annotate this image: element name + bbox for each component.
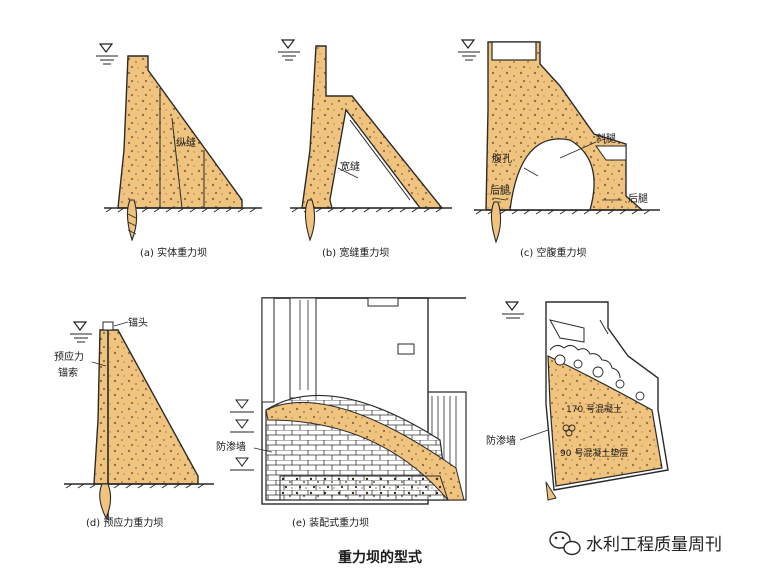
label-bedding-90: 90 号混凝土垫层: [560, 447, 628, 459]
panel-c-hollow-gravity-dam: 斜腿 腹孔 后腿 后腿 (c) 空腹重力坝: [458, 39, 660, 259]
rock-boulders: [549, 344, 621, 379]
label-cutoff-wall-e: 防渗墙: [216, 440, 246, 453]
caption-b: (b) 宽缝重力坝: [322, 246, 389, 259]
figure-title: 重力坝的型式: [338, 549, 422, 566]
gate-block: [397, 343, 415, 355]
label-rear-leg-left: 后腿: [490, 185, 510, 197]
panel-e-assembled-gravity-dam: 防渗墙 (e) 装配式重力坝: [216, 297, 467, 529]
longitudinal-seam-lines: [159, 88, 205, 209]
panel-f-rock-filled-dam: 170 号混凝土 90 号混凝土垫层 防渗墙: [486, 301, 669, 501]
label-inclined-leg: 斜腿: [596, 132, 616, 145]
watermark: 水利工程质量周刊: [549, 531, 722, 556]
label-prestress: 预应力: [54, 350, 84, 363]
label-anchor-head: 锚头: [128, 317, 148, 329]
grout-curtain: [304, 199, 316, 242]
label-wide-slot: 宽缝: [340, 160, 360, 173]
label-cavity: 腹孔: [492, 152, 512, 165]
label-cable: 锚索: [58, 366, 78, 379]
anchor-bulb: [99, 483, 112, 520]
grout-curtain: [490, 201, 502, 244]
panel-b-wide-slot-gravity-dam: 宽缝 (b) 宽缝重力坝: [278, 39, 452, 259]
caption-e: (e) 装配式重力坝: [292, 516, 369, 529]
panel-d-prestressed-gravity-dam: 锚头 预应力 锚索 (d) 预应力重力坝: [54, 317, 214, 529]
caption-c: (c) 空腹重力坝: [520, 246, 586, 259]
clover-symbol: [562, 424, 576, 437]
hollow-cavity: [509, 138, 595, 211]
watermark-text: 水利工程质量周刊: [586, 535, 722, 555]
bedding-bottom: [545, 481, 557, 501]
label-cutoff-wall-f: 防渗墙: [486, 434, 516, 447]
caption-d: (d) 预应力重力坝: [86, 516, 163, 529]
water-level-icon: [458, 39, 480, 61]
panel-a-solid-gravity-dam: 纵缝 (a) 实体重力坝: [96, 43, 262, 259]
water-level-icon: [278, 39, 300, 61]
anchor-head-block: [102, 321, 114, 331]
grout-curtain: [126, 199, 138, 242]
label-rear-leg-right: 后腿: [628, 193, 648, 205]
water-level-icon: [70, 321, 92, 343]
caption-a: (a) 实体重力坝: [140, 246, 207, 259]
water-level-icon: [502, 301, 524, 319]
water-level-markers: [230, 399, 254, 471]
label-seam: 纵缝: [176, 136, 196, 149]
label-concrete-170: 170 号混凝土: [566, 403, 622, 415]
crest-block: [491, 41, 537, 61]
wechat-icon: [549, 531, 581, 556]
water-level-icon: [96, 43, 118, 65]
